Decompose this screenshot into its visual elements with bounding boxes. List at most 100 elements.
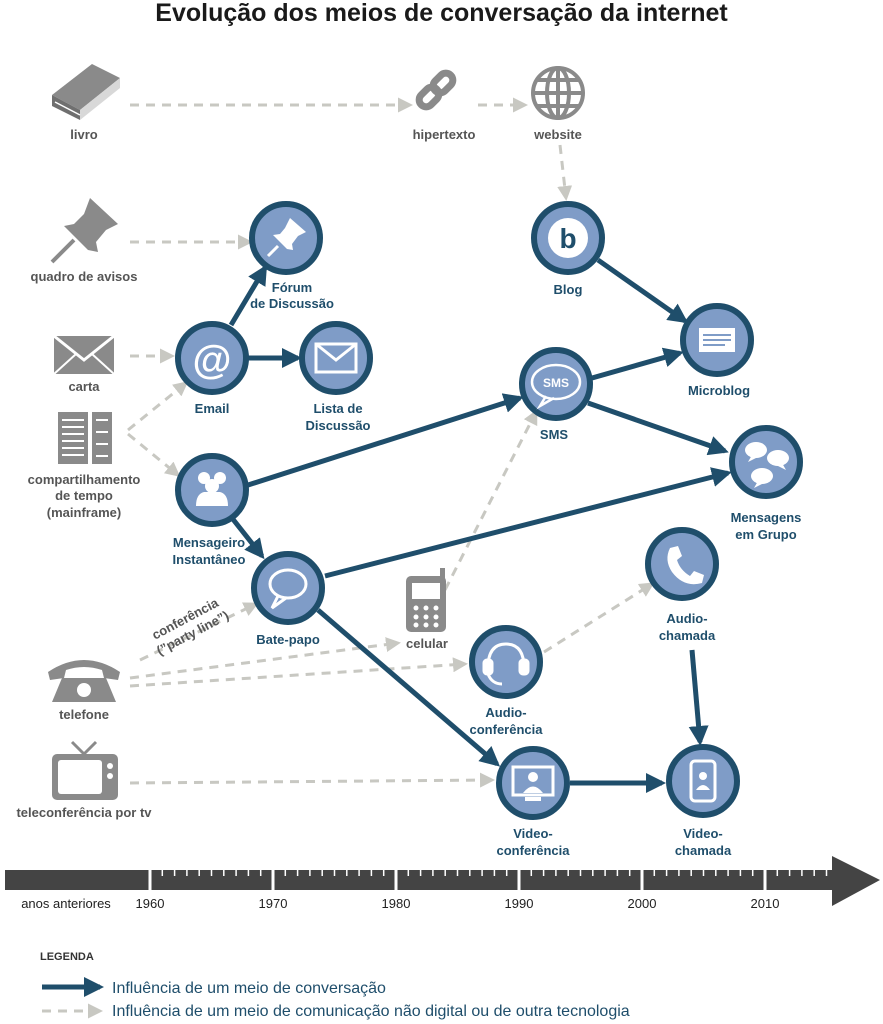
speech-bubble-icon bbox=[268, 568, 308, 610]
label-audioconferencia-2: conferência bbox=[470, 722, 544, 737]
arrow-tel-audioconf bbox=[129, 657, 468, 688]
legend: LEGENDA Influência de um meio de convers… bbox=[40, 951, 630, 1020]
monitor-icon bbox=[511, 765, 555, 801]
label-compartilhamento-3: (mainframe) bbox=[47, 505, 121, 520]
node-videoconferencia bbox=[496, 746, 570, 820]
label-audiochamada-2: chamada bbox=[659, 628, 716, 643]
arrow-blog-microblog bbox=[596, 257, 689, 324]
arrow-batepapo-grupo bbox=[324, 467, 732, 579]
label-videochamada-1: Video- bbox=[683, 826, 723, 841]
pushpin-icon bbox=[266, 218, 306, 258]
label-forum-2: de Discussão bbox=[250, 296, 334, 311]
arrow-website-blog bbox=[557, 144, 573, 201]
group-chat-icon bbox=[745, 442, 789, 488]
label-sms: SMS bbox=[540, 427, 569, 442]
label-telefone: telefone bbox=[59, 707, 109, 722]
label-email: Email bbox=[195, 401, 230, 416]
label-videochamada-2: chamada bbox=[675, 843, 732, 858]
node-sms: SMS bbox=[519, 347, 593, 421]
book-icon bbox=[52, 64, 120, 120]
arrow-audioconf-audiochamada bbox=[543, 582, 655, 654]
timeline-label-2000: 2000 bbox=[628, 896, 657, 911]
label-videoconferencia-1: Video- bbox=[513, 826, 553, 841]
arrow-celular-sms bbox=[443, 409, 538, 591]
arrow-party-batepapo bbox=[139, 602, 259, 662]
envelope-icon bbox=[53, 334, 115, 375]
legend-dashed-text: Influência de um meio de comunicação não… bbox=[112, 1003, 630, 1020]
label-audiochamada-1: Audio- bbox=[666, 611, 707, 626]
label-lista-1: Lista de bbox=[313, 401, 362, 416]
label-quadro-de-avisos: quadro de avisos bbox=[31, 269, 138, 284]
cellphone-icon bbox=[406, 568, 446, 632]
smartphone-icon bbox=[689, 759, 717, 803]
label-grupo-1: Mensagens bbox=[731, 510, 802, 525]
tv-icon bbox=[52, 740, 118, 800]
label-compartilhamento-1: compartilhamento bbox=[28, 472, 141, 487]
node-lista bbox=[299, 321, 373, 395]
label-batepapo: Bate-papo bbox=[256, 632, 320, 647]
label-website: website bbox=[533, 127, 582, 142]
node-mensageiro bbox=[175, 453, 249, 527]
label-mensageiro-2: Instantâneo bbox=[173, 552, 246, 567]
label-blog: Blog bbox=[554, 282, 583, 297]
arrow-audiochamada-videochamada bbox=[688, 649, 709, 746]
page-title: Evolução dos meios de conversação da int… bbox=[155, 0, 728, 27]
link-icon bbox=[415, 69, 457, 111]
label-lista-2: Discussão bbox=[305, 418, 370, 433]
label-mensageiro-1: Mensageiro bbox=[173, 535, 245, 550]
label-livro: livro bbox=[70, 127, 98, 142]
label-carta: carta bbox=[68, 379, 100, 394]
node-audiochamada bbox=[645, 527, 719, 601]
label-compartilhamento-2: de tempo bbox=[55, 488, 113, 503]
node-batepapo bbox=[251, 551, 325, 625]
phone-icon bbox=[48, 660, 120, 702]
node-videochamada bbox=[666, 744, 740, 818]
arrow-tel-celular bbox=[129, 637, 401, 680]
mainframe-icon bbox=[58, 412, 112, 464]
node-grupo bbox=[729, 425, 803, 499]
arrow-sms-microblog bbox=[591, 347, 684, 381]
arrow-batepapo-videoconf bbox=[316, 608, 501, 767]
label-hipertexto: hipertexto bbox=[413, 127, 476, 142]
blog-icon: b bbox=[548, 218, 588, 258]
arrow-comp-email bbox=[127, 381, 189, 432]
label-audioconferencia-1: Audio- bbox=[485, 705, 526, 720]
label-forum-1: Fórum bbox=[272, 280, 312, 295]
envelope-icon bbox=[314, 342, 358, 374]
users-icon bbox=[196, 472, 228, 506]
timeline-label-1990: 1990 bbox=[505, 896, 534, 911]
at-icon: @ bbox=[192, 338, 231, 382]
label-teleconferencia-tv: teleconferência por tv bbox=[16, 805, 152, 820]
label-celular: celular bbox=[406, 636, 448, 651]
timeline-label-2010: 2010 bbox=[751, 896, 780, 911]
node-blog: b bbox=[531, 201, 605, 275]
arrow-mensageiro-sms bbox=[244, 393, 524, 489]
timeline-label-1970: 1970 bbox=[259, 896, 288, 911]
timeline-label-1960: 1960 bbox=[136, 896, 165, 911]
handset-icon bbox=[667, 546, 704, 585]
label-microblog: Microblog bbox=[688, 383, 750, 398]
document-icon bbox=[699, 328, 735, 352]
timeline-label-1980: 1980 bbox=[382, 896, 411, 911]
node-forum bbox=[249, 201, 323, 275]
arrow-email-forum bbox=[228, 264, 268, 327]
node-audioconferencia bbox=[469, 625, 543, 699]
globe-icon bbox=[531, 66, 585, 120]
arrow-tv-videoconf bbox=[129, 772, 495, 788]
timeline-label-anteriores: anos anteriores bbox=[21, 896, 111, 911]
label-grupo-2: em Grupo bbox=[735, 527, 796, 542]
arrow-sms-grupo bbox=[587, 400, 729, 456]
label-videoconferencia-2: conferência bbox=[497, 843, 571, 858]
pushpin-icon bbox=[50, 198, 118, 264]
svg-text:b: b bbox=[559, 223, 576, 254]
legend-title: LEGENDA bbox=[40, 951, 94, 963]
arrow-mensageiro-batepapo bbox=[230, 516, 265, 560]
legend-solid-text: Influência de um meio de conversação bbox=[112, 980, 386, 997]
node-microblog bbox=[680, 303, 754, 377]
timeline-bar bbox=[5, 856, 880, 906]
headset-icon bbox=[482, 642, 530, 686]
node-email: @ bbox=[175, 321, 249, 395]
svg-text:SMS: SMS bbox=[543, 376, 569, 390]
arrow-comp-mensageiro bbox=[127, 432, 181, 477]
